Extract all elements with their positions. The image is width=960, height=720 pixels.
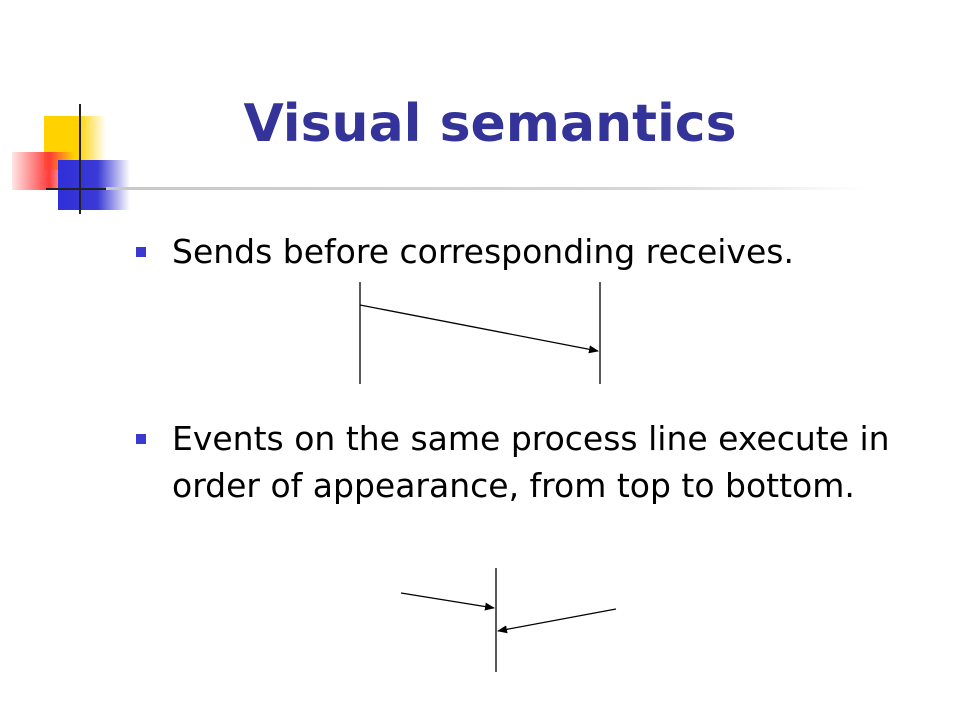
incoming-message-arrow-right <box>497 608 617 634</box>
incoming-message-arrow-left <box>400 592 495 611</box>
slide-title: Visual semantics <box>243 94 737 154</box>
message-arrow <box>359 304 599 354</box>
bullet-marker <box>136 247 146 257</box>
bullet-text: Events on the same process line execute … <box>172 419 890 505</box>
logo-horizontal-line <box>46 188 136 190</box>
slide-logo-decoration <box>0 0 140 220</box>
logo-blue-square <box>58 160 130 210</box>
bullet-text: Sends before corresponding receives. <box>172 232 794 271</box>
logo-vertical-line <box>79 104 81 214</box>
bullet-marker <box>136 434 146 444</box>
title-underline-rule <box>106 187 866 190</box>
